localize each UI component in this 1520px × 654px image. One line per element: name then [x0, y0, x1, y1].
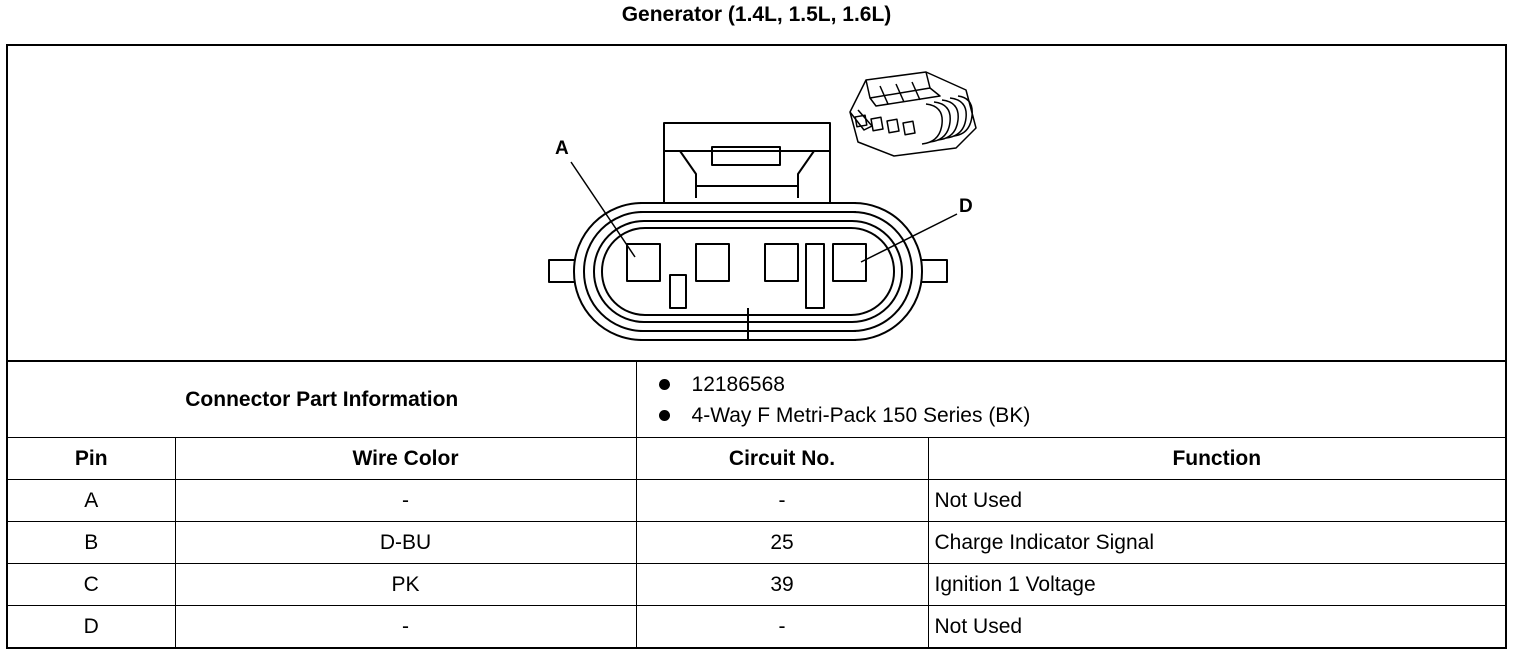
connector-body — [573, 202, 923, 341]
pin-cell: A — [8, 479, 176, 522]
pin-label-a: A — [555, 138, 569, 159]
part-series-item: 4-Way F Metri-Pack 150 Series (BK) — [658, 400, 1506, 431]
bullet-icon — [658, 378, 670, 390]
connector-face-drawing — [548, 71, 977, 341]
table-header-row: Pin Wire Color Circuit No. Function — [8, 437, 1506, 480]
header-pin: Pin — [8, 437, 176, 480]
header-function: Function — [927, 437, 1506, 480]
cavity-c — [764, 243, 799, 282]
circuit-cell: - — [635, 479, 929, 522]
table-row: A - - Not Used — [8, 479, 1506, 522]
connector-part-info-row: Connector Part Information 12186568 4-Wa… — [8, 360, 1506, 438]
connector-part-info-label: Connector Part Information — [8, 360, 637, 438]
pin-label-d: D — [959, 196, 973, 217]
wire-color-cell: - — [174, 479, 637, 522]
pinout-table: Connector Part Information 12186568 4-Wa… — [8, 360, 1506, 647]
bullet-icon — [658, 409, 670, 421]
latch-housing — [663, 122, 831, 206]
wire-color-cell: - — [174, 605, 637, 647]
circuit-cell: 25 — [635, 521, 929, 564]
function-cell: Charge Indicator Signal — [927, 521, 1506, 564]
leader-line-d — [860, 213, 958, 263]
connector-part-info-list: 12186568 4-Way F Metri-Pack 150 Series (… — [635, 360, 1506, 438]
table-row: B D-BU 25 Charge Indicator Signal — [8, 521, 1506, 564]
function-cell: Not Used — [927, 479, 1506, 522]
cavity-b — [695, 243, 730, 282]
table-row: C PK 39 Ignition 1 Voltage — [8, 563, 1506, 606]
wire-color-cell: PK — [174, 563, 637, 606]
part-number-item: 12186568 — [658, 369, 1506, 400]
leader-line-a — [570, 161, 636, 258]
header-wire-color: Wire Color — [174, 437, 637, 480]
header-circuit-no: Circuit No. — [635, 437, 929, 480]
pin-cell: D — [8, 605, 176, 647]
function-cell: Ignition 1 Voltage — [927, 563, 1506, 606]
cavity-a — [626, 243, 661, 282]
cavity-d — [832, 243, 867, 282]
connector-sheet: A D Connector Part Information 12186568 … — [6, 44, 1507, 649]
pin-cell: C — [8, 563, 176, 606]
page-title: Generator (1.4L, 1.5L, 1.6L) — [621, 3, 892, 26]
table-row: D - - Not Used — [8, 605, 1506, 647]
pin-cavities — [626, 243, 867, 309]
circuit-cell: 39 — [635, 563, 929, 606]
circuit-cell: - — [635, 605, 929, 647]
connector-diagram: A D — [8, 46, 1505, 360]
connector-isometric-view — [849, 71, 977, 157]
wire-color-cell: D-BU — [174, 521, 637, 564]
function-cell: Not Used — [927, 605, 1506, 647]
pin-cell: B — [8, 521, 176, 564]
